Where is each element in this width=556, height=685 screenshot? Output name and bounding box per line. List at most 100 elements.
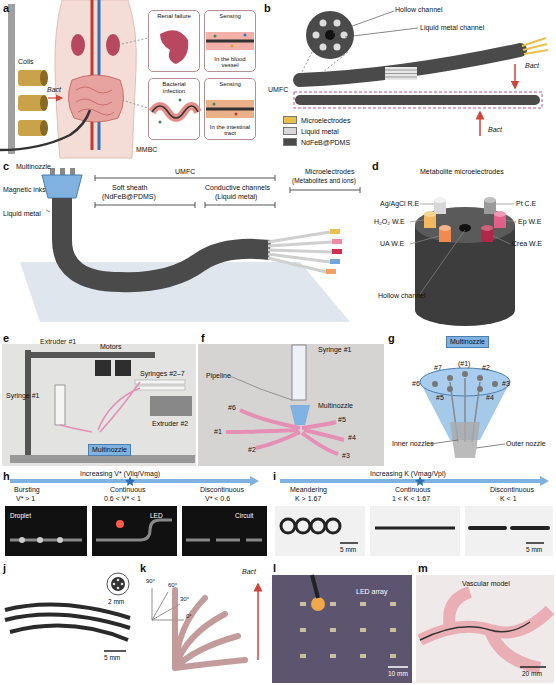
panel-k-illustration: [152, 584, 258, 668]
panel-b-illustration-part: [479, 112, 481, 136]
panel-a-illustration-part: [235, 113, 238, 116]
legend-text: Microelectrodes: [301, 117, 350, 124]
panel-letter: g: [388, 332, 395, 344]
panel-m-photo-part: [420, 592, 550, 668]
callout-label: Outer nozzle: [506, 440, 546, 448]
panel-l-photo-part: [272, 575, 412, 683]
panel-l-photo-part: [390, 602, 396, 606]
panel-h-illustration: [5, 476, 267, 556]
panel-l-photo-part: [360, 602, 366, 606]
panel-f-photo-part: [226, 410, 344, 454]
panel-k-illustration-part: [152, 588, 184, 620]
panel-l-photo-part: [300, 654, 306, 658]
panel-i-illustration-part: [540, 476, 549, 486]
callout-label: UMFC: [268, 86, 288, 94]
callout-label: Liquid metal: [3, 210, 41, 218]
callout-label: UA W.E: [380, 240, 404, 248]
panel-j-photo-part: [117, 579, 120, 582]
panel-letter: b: [264, 2, 271, 14]
nozzle-tag: Multinozzle: [88, 444, 131, 456]
callout-label: 5 mm: [526, 546, 542, 553]
callout-label: #2: [248, 446, 256, 454]
panel-e-photo-part: [115, 360, 131, 376]
callout-label: Crea W.E: [512, 240, 542, 248]
panel-h-illustration-part: [96, 520, 172, 540]
callout-label: Increasing K (Vmag/Vpl): [370, 470, 446, 478]
callout-label: 10 mm: [388, 670, 408, 677]
callout-label: Discontinuous: [200, 486, 244, 494]
callout-label: Bact: [488, 126, 502, 134]
callout-label: #3: [342, 452, 350, 460]
panel-h-illustration-part: [19, 537, 25, 543]
panel-e-photo-part: [60, 382, 140, 432]
callout-label: 5 mm: [340, 546, 356, 553]
panel-g-illustration-part: [462, 371, 468, 377]
panel-letter: k: [140, 562, 146, 574]
callout-label: LED: [150, 512, 163, 519]
panel-i-illustration: [275, 476, 553, 556]
panel-i-illustration-part: [470, 526, 548, 530]
callout-label: K > 1.67: [295, 495, 321, 503]
panel-b-illustration-part: [334, 44, 341, 51]
callout-label: Hollow channel: [395, 6, 442, 14]
callout-label: Ep W.E: [518, 218, 541, 226]
panel-e-photo-part: [95, 360, 111, 376]
callout-label: #5: [338, 416, 346, 424]
panel-d-illustration-part: [439, 225, 451, 231]
panel-a-illustration-part: [152, 106, 198, 118]
callout-label: V* > 1: [16, 495, 35, 503]
panel-h-illustration-part: [37, 537, 43, 543]
panel-a-illustration-part: [244, 34, 247, 37]
callout-label: Continuous: [110, 486, 145, 494]
panel-i-illustration-part: [281, 519, 295, 533]
callout-label: Syringe #1: [318, 346, 351, 354]
panel-j-photo-part: [121, 583, 124, 586]
panel-i-illustration-part: [465, 506, 553, 556]
callout-label: K < 1: [500, 495, 517, 503]
panel-d-illustration: [410, 197, 516, 326]
callout-label: Magnetic inks: [3, 186, 46, 194]
panel-h-illustration-part: [125, 476, 135, 486]
inset-box: SensingIn the blood vessel: [204, 10, 256, 72]
legend-row: Liquid metal: [283, 127, 339, 135]
callout-label: Vascular model: [462, 580, 510, 588]
panel-letter: i: [273, 470, 276, 482]
callout-label: (Liquid metal): [215, 193, 257, 201]
panel-g-illustration-part: [432, 381, 438, 387]
panel-a-illustration-part: [106, 34, 120, 56]
panel-h-illustration-part: [57, 537, 63, 543]
callout-label: Bursting: [14, 486, 40, 494]
panel-a-illustration-part: [179, 99, 182, 102]
panel-f-photo-part: [230, 376, 292, 400]
callout-label: #2: [482, 364, 490, 372]
panel-g-illustration-part: [447, 375, 453, 381]
panel-l-photo-part: [330, 654, 336, 658]
inset-text: In the blood vessel: [207, 56, 253, 69]
panel-c-illustration-part: [290, 187, 360, 193]
panel-e-photo-part: [55, 385, 65, 425]
panel-a-illustration-part: [0, 110, 90, 150]
panel-letter: m: [418, 562, 428, 574]
panel-b-illustration-part: [385, 70, 417, 77]
panel-c-illustration-part: [332, 249, 342, 254]
panel-j-photo-part: [117, 587, 120, 590]
panel-m-photo-part: [416, 575, 554, 683]
panel-a-illustration-part: [40, 70, 48, 86]
callout-label: Extruder #1: [40, 338, 76, 346]
panel-l-photo-part: [388, 666, 408, 668]
callout-label: Bact: [242, 568, 256, 576]
panel-m-photo-part: [420, 622, 530, 640]
panel-b-illustration-part: [514, 64, 516, 88]
callout-label: Syringe #1: [6, 392, 39, 400]
inset-text: Sensing: [219, 81, 241, 88]
panel-d-illustration-part: [459, 224, 471, 232]
panel-d-illustration-part: [415, 294, 515, 326]
inset-text: In the intestinal tract: [207, 124, 253, 137]
panel-j-photo-part: [107, 573, 129, 595]
panel-g-illustration-part: [447, 386, 453, 392]
panel-e-photo-part: [25, 350, 31, 460]
panel-g-illustration-part: [450, 422, 480, 458]
callout-label: Continuous: [395, 486, 430, 494]
panel-l-photo-part: [390, 654, 396, 658]
callout-label: 1 < K < 1.67: [392, 495, 430, 503]
